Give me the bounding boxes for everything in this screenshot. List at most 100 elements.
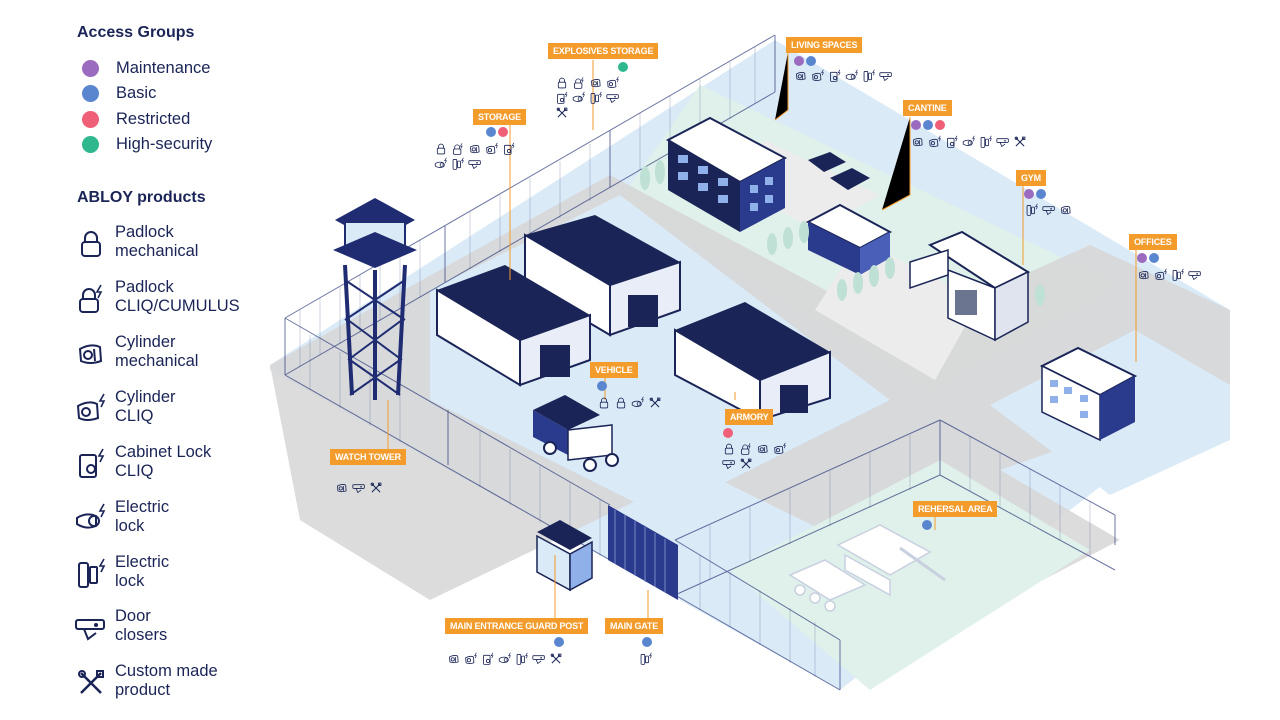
group-dots-storage <box>486 127 508 137</box>
tag-living-spaces[interactable]: LIVING SPACES <box>786 37 863 53</box>
legend-panel: Access Groups Maintenance Basic Restrict… <box>0 0 260 720</box>
product-icons-cantine <box>910 135 1040 149</box>
group-dots-gym <box>1024 189 1046 199</box>
tag-rehersal-area[interactable]: REHERSAL AREA <box>913 501 998 517</box>
cylinder-icon <box>793 69 809 83</box>
product-door-closers: Door closers <box>72 607 262 651</box>
group-dot <box>1137 253 1147 263</box>
electric-lock-round-icon <box>433 157 449 171</box>
custom-tools-icon <box>647 396 663 410</box>
electric-lock-rect-icon <box>588 91 604 105</box>
group-color-dot <box>82 135 99 153</box>
door-closer-icon <box>995 135 1011 149</box>
cylinder-icon <box>755 442 771 456</box>
cabinet-lock-icon <box>944 135 960 149</box>
electric-lock-round-icon <box>74 502 108 536</box>
product-icons-vehicle <box>596 396 666 410</box>
tag-main-gate[interactable]: MAIN GATE <box>605 618 664 634</box>
padlock-cliq-icon <box>74 282 108 316</box>
custom-tools-icon <box>368 481 384 495</box>
tag-offices[interactable]: OFFICES <box>1129 234 1177 250</box>
group-dot <box>498 127 508 137</box>
products-title: ABLOY products <box>77 189 206 206</box>
group-dot <box>935 120 945 130</box>
group-dot <box>723 428 733 438</box>
product-padlock-mechanical: Padlock mechanical <box>72 223 262 267</box>
product-icons-watchtower <box>334 481 394 495</box>
cylinder-cliq-icon <box>1153 268 1169 282</box>
product-label: Cylinder mechanical <box>115 333 199 370</box>
tag-explosives-storage[interactable]: EXPLOSIVES STORAGE <box>548 43 659 59</box>
door-closer-icon <box>531 652 547 666</box>
cylinder-cliq-icon <box>74 392 108 426</box>
group-dots-armory <box>723 428 733 438</box>
group-dots-guardpost <box>554 637 564 647</box>
group-dot <box>1024 189 1034 199</box>
group-dot <box>642 637 652 647</box>
product-label: Custom made product <box>115 662 218 699</box>
door-closer-icon <box>74 611 108 645</box>
padlock-icon <box>433 142 449 156</box>
cabinet-lock-icon <box>827 69 843 83</box>
group-dot <box>554 637 564 647</box>
group-dot <box>618 62 628 72</box>
door-closer-icon <box>1187 268 1203 282</box>
group-dot <box>1149 253 1159 263</box>
group-dot <box>911 120 921 130</box>
product-label: Electric lock <box>115 553 170 590</box>
product-icons-explosives <box>554 76 634 120</box>
group-label: Restricted <box>116 109 191 128</box>
group-color-dot <box>82 110 99 128</box>
padlock-cliq-icon <box>450 142 466 156</box>
product-cylinder-cliq: Cylinder CLIQ <box>72 388 262 432</box>
group-label: Maintenance <box>116 58 211 77</box>
custom-tools-icon <box>74 666 108 700</box>
tag-storage[interactable]: STORAGE <box>473 109 526 125</box>
door-closer-icon <box>351 481 367 495</box>
tag-gym[interactable]: GYM <box>1016 170 1046 186</box>
padlock-cliq-icon <box>738 442 754 456</box>
group-dot <box>806 56 816 66</box>
electric-lock-rect-icon <box>861 69 877 83</box>
product-electric-lock-round: Electric lock <box>72 498 262 542</box>
group-dots-maingate <box>642 637 652 647</box>
group-dot <box>794 56 804 66</box>
cylinder-cliq-icon <box>463 652 479 666</box>
group-dots-living <box>794 56 816 66</box>
electric-lock-rect-icon <box>1024 203 1040 217</box>
door-closer-icon <box>467 157 483 171</box>
group-basic: Basic <box>82 83 156 103</box>
cylinder-icon <box>910 135 926 149</box>
electric-lock-rect-icon <box>514 652 530 666</box>
door-closer-icon <box>878 69 894 83</box>
product-icons-armory <box>721 442 791 471</box>
product-cabinet-lock-cliq: Cabinet Lock CLIQ <box>72 443 262 487</box>
cylinder-cliq-icon <box>772 442 788 456</box>
electric-lock-round-icon <box>844 69 860 83</box>
group-dot <box>597 381 607 391</box>
tag-cantine[interactable]: CANTINE <box>903 100 952 116</box>
group-dots-vehicle <box>597 381 607 391</box>
product-icons-gym <box>1024 203 1084 217</box>
tag-watch-tower[interactable]: WATCH TOWER <box>330 449 406 465</box>
door-closer-icon <box>1041 203 1057 217</box>
electric-lock-rect-icon <box>1170 268 1186 282</box>
padlock-icon <box>554 76 570 90</box>
group-dot <box>1036 189 1046 199</box>
door-closer-icon <box>605 91 621 105</box>
product-label: Cylinder CLIQ <box>115 388 176 425</box>
cylinder-cliq-icon <box>484 142 500 156</box>
group-dot <box>923 120 933 130</box>
group-label: Basic <box>116 83 157 102</box>
product-icons-maingate <box>638 652 658 666</box>
tag-main-entrance-guard-post[interactable]: MAIN ENTRANCE GUARD POST <box>445 618 589 634</box>
cylinder-icon <box>588 76 604 90</box>
product-icons-guardpost <box>446 652 576 666</box>
access-groups-title: Access Groups <box>77 24 195 41</box>
tag-vehicle[interactable]: VEHICLE <box>590 362 638 378</box>
cylinder-icon <box>74 337 108 371</box>
cabinet-lock-icon <box>501 142 517 156</box>
custom-tools-icon <box>738 457 754 471</box>
tag-armory[interactable]: ARMORY <box>725 409 774 425</box>
